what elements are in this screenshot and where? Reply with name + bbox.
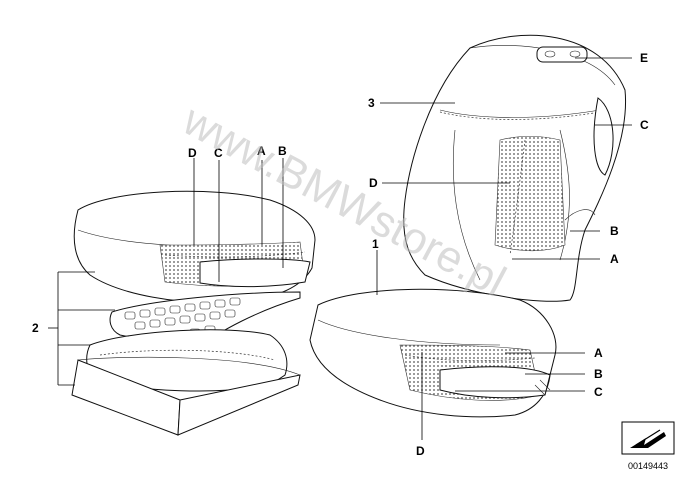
exploded-seat-assembly [71, 190, 316, 436]
callout-d-cushion: D [416, 444, 425, 458]
backrest [403, 34, 627, 302]
callout-e: E [640, 51, 648, 65]
callout-d-exploded: D [188, 146, 197, 160]
arrow-box-icon [621, 421, 675, 455]
leader-lines [48, 57, 632, 440]
catalog-number: 00149443 [628, 461, 668, 471]
callout-b-exploded: B [278, 144, 287, 158]
callout-d-backrest: D [369, 176, 378, 190]
callout-a-exploded: A [257, 144, 266, 158]
callout-b-backrest: B [610, 224, 619, 238]
callout-c-exploded: C [214, 146, 223, 160]
callout-c-backrest: C [640, 118, 649, 132]
callout-c-cushion: C [594, 385, 603, 399]
seat-cushion [309, 288, 557, 418]
callout-a-cushion: A [594, 346, 603, 360]
callout-a-backrest: A [610, 252, 619, 266]
callout-1: 1 [372, 237, 379, 251]
callout-2: 2 [32, 321, 39, 335]
callout-b-cushion: B [594, 367, 603, 381]
callout-3: 3 [368, 96, 375, 110]
